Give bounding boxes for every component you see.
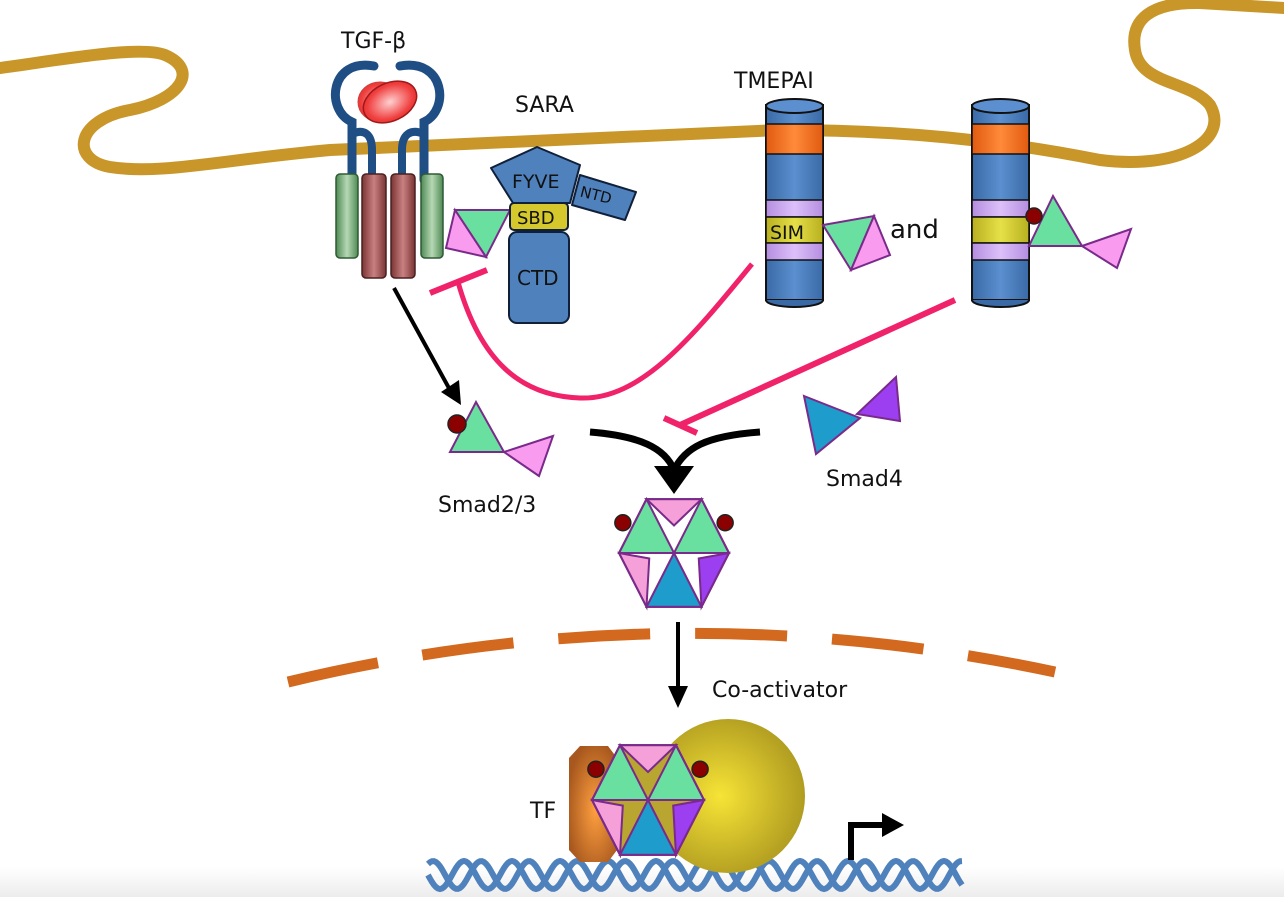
label-sara: SARA: [515, 93, 574, 118]
tgf-beta-ligand: [357, 80, 418, 124]
smad-complex-nucleus: [587, 742, 709, 859]
phosphate-icon: [691, 760, 709, 778]
label-fyve: FYVE: [512, 171, 560, 193]
label-sim: SIM: [770, 222, 804, 244]
type2-receptor-right: [390, 173, 416, 279]
tgf-beta-receptor-complex: [330, 60, 445, 279]
label-sbd: SBD: [517, 208, 555, 229]
label-coactivator: Co-activator: [712, 678, 848, 703]
tmepai-sim: [765, 216, 824, 244]
tmepai-cylinder-1: [765, 98, 824, 308]
type1-receptor-right: [420, 173, 444, 259]
smad-complex-cytoplasm: [614, 496, 734, 611]
smad23-bound-tmepai-1: [821, 213, 892, 273]
phosphate-icon: [587, 760, 605, 778]
sara-fyve: [490, 146, 581, 204]
transcription-start-arrow: [848, 813, 904, 860]
smad4: [802, 374, 902, 456]
nuclear-envelope: [286, 627, 1057, 688]
smad23-bound-sara: [444, 207, 512, 259]
inhibition-tmepai-blocks-complex: [662, 297, 957, 436]
type1-receptor-left: [335, 173, 359, 259]
sara-protein: [490, 146, 637, 324]
label-ctd: CTD: [517, 266, 559, 290]
label-and: and: [890, 215, 939, 245]
coactivator: [651, 719, 805, 873]
phospho-smad23: [447, 399, 555, 478]
plasma-membrane-left: [0, 0, 1284, 176]
sara-ctd: [508, 231, 570, 324]
complex-formation-arrow: [589, 428, 761, 494]
sara-ntd: [571, 174, 637, 221]
label-smad23: Smad2/3: [438, 493, 536, 518]
dna-double-helix: [425, 857, 965, 893]
nuclear-import-arrow: [668, 622, 688, 708]
tmepai-cylinder-2: [971, 98, 1030, 308]
phosphate-icon: [716, 514, 734, 532]
inhibition-tmepai-sequesters-smad: [428, 262, 754, 401]
sara-sbd: [509, 202, 569, 231]
label-tmepai: TMEPAI: [733, 69, 814, 94]
phosphate-icon: [614, 514, 632, 532]
type2-receptor-left: [361, 173, 387, 279]
phospho-smad23-bound-tmepai-2: [1025, 193, 1133, 270]
smad4-subunit: [644, 550, 704, 608]
label-tgf-beta: TGF-β: [340, 29, 406, 54]
label-tf: TF: [529, 799, 556, 824]
label-smad4: Smad4: [826, 467, 903, 492]
activation-arrow-receptor-to-smad: [392, 287, 461, 405]
